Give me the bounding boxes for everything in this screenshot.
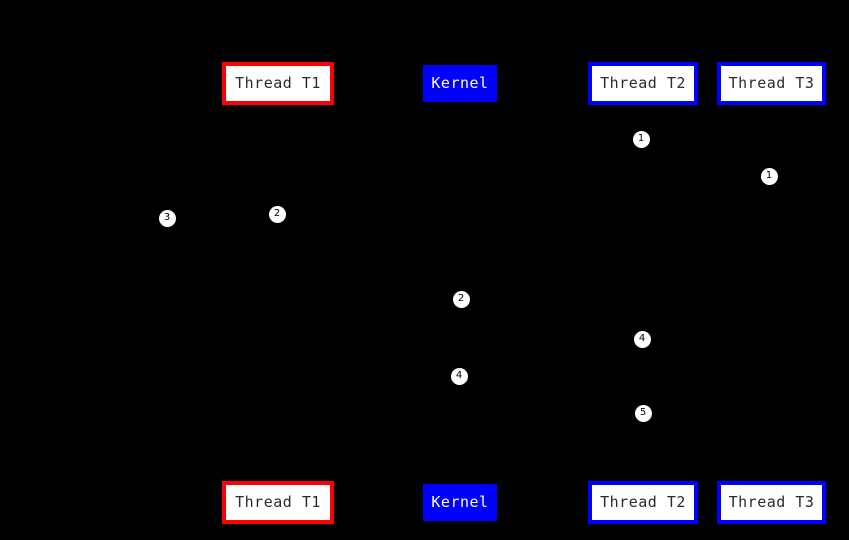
participant-t2-bottom[interactable]: Thread T2 bbox=[588, 481, 698, 524]
marker-kernel-4: 4 bbox=[450, 367, 468, 385]
lifeline-t2 bbox=[643, 105, 644, 481]
marker-kernel-2: 2 bbox=[452, 290, 470, 308]
marker-t2-1: 1 bbox=[632, 130, 650, 148]
participant-t1-bottom[interactable]: Thread T1 bbox=[222, 481, 334, 524]
lifeline-t1 bbox=[278, 105, 279, 481]
marker-t2-5: 5 bbox=[634, 404, 652, 422]
marker-t1-3: 3 bbox=[158, 209, 176, 227]
marker-t2-4: 4 bbox=[633, 330, 651, 348]
participant-kernel-bottom[interactable]: Kernel bbox=[423, 484, 497, 521]
participant-kernel-top[interactable]: Kernel bbox=[423, 65, 497, 102]
marker-t1-2: 2 bbox=[268, 205, 286, 223]
participant-t3-bottom[interactable]: Thread T3 bbox=[717, 481, 826, 524]
participant-t3-top[interactable]: Thread T3 bbox=[717, 62, 826, 105]
lifeline-t3 bbox=[771, 105, 772, 481]
participant-t1-top[interactable]: Thread T1 bbox=[222, 62, 334, 105]
marker-t3-1: 1 bbox=[760, 167, 778, 185]
participant-t2-top[interactable]: Thread T2 bbox=[588, 62, 698, 105]
